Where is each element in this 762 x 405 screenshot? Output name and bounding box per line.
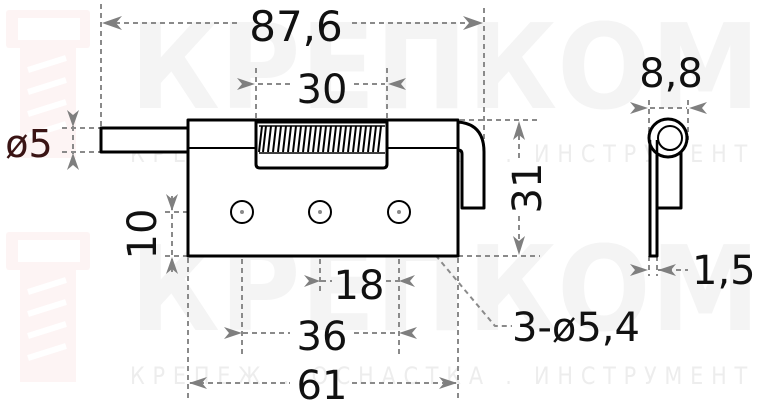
- bolt-logo-icon: [6, 232, 90, 382]
- dim-hole-span: 36: [297, 314, 348, 360]
- arrow-down-icon: [67, 110, 79, 127]
- arrow-right-icon: [463, 16, 483, 30]
- dimension-lines: [62, 4, 707, 398]
- side-pin: [657, 125, 683, 151]
- dim-holes-callout: 3-ø5,4: [512, 305, 640, 351]
- arrow-left-icon: [189, 377, 207, 389]
- front-view: [99, 118, 486, 258]
- dim-plate-length: 61: [297, 363, 348, 405]
- dimension-labels: 87,6 30 ø5 31 10 18 36 61 3-ø5,4 8,8 1,5: [5, 2, 755, 405]
- arrow-up-icon: [166, 257, 178, 274]
- dim-hole-offset: 10: [120, 209, 166, 260]
- dim-overall-length: 87,6: [249, 2, 343, 51]
- arrow-right-icon: [304, 275, 320, 287]
- arrow-left-icon: [102, 16, 122, 30]
- dim-pin-diameter: ø5: [5, 122, 52, 166]
- arrow-right-icon: [439, 377, 457, 389]
- arrow-left-icon: [399, 327, 417, 339]
- arrow-up-icon: [67, 153, 79, 170]
- watermark-tagline: КРЕПЕЖ . ОСНАСТКА . ИНСТРУМЕНТ: [130, 362, 755, 390]
- dim-hole-pitch: 18: [334, 263, 385, 309]
- arrow-up-icon: [513, 121, 525, 140]
- arrow-down-icon: [513, 236, 525, 255]
- side-view: [647, 117, 689, 258]
- arrow-down-icon: [166, 194, 178, 211]
- dim-side-width: 8,8: [639, 51, 703, 97]
- spring-coils: [258, 124, 385, 154]
- arrow-left-icon: [658, 264, 676, 276]
- mounting-hole: [230, 200, 254, 224]
- pin-handle: [456, 120, 486, 210]
- arrow-right-icon: [630, 102, 648, 114]
- arrow-left-icon: [399, 275, 415, 287]
- dim-spring-length: 30: [297, 67, 348, 113]
- mounting-hole: [308, 200, 332, 224]
- bolt-logo-icon: [6, 10, 90, 158]
- dim-plate-thickness: 1,5: [692, 248, 756, 294]
- arrow-right-icon: [237, 78, 255, 90]
- dim-height: 31: [505, 163, 551, 214]
- arrow-left-icon: [689, 102, 707, 114]
- arrow-right-icon: [224, 327, 242, 339]
- mounting-hole: [387, 200, 411, 224]
- latch-pin: [99, 126, 191, 154]
- arrow-left-icon: [388, 78, 406, 90]
- side-handle: [655, 148, 683, 210]
- arrow-right-icon: [630, 264, 648, 276]
